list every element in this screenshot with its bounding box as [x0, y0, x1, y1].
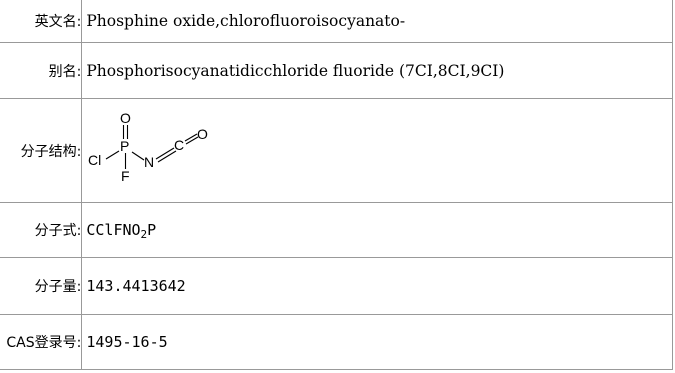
atom-o-right: O	[197, 126, 208, 142]
bond-n-c-1	[156, 147, 175, 159]
row-formula: 分子式: CClFNO2P	[0, 202, 673, 258]
atom-n: N	[144, 154, 154, 170]
atom-f: F	[121, 168, 130, 184]
label-english-name: 英文名:	[0, 0, 83, 43]
bond-n-c-2	[158, 150, 177, 162]
row-alias: 别名: Phosphorisocyanatidicchloride fluori…	[0, 42, 673, 99]
atom-p: P	[120, 138, 129, 154]
value-molecular-weight: 143.4413642	[81, 257, 673, 315]
label-molecular-weight: 分子量:	[0, 257, 83, 315]
label-alias: 别名:	[0, 42, 83, 99]
value-alias: Phosphorisocyanatidicchloride fluoride (…	[81, 42, 673, 99]
formula-subscript: 2	[140, 228, 148, 241]
value-english-name: Phosphine oxide,chlorofluoroisocyanato-	[81, 0, 673, 43]
atom-c: C	[174, 137, 184, 153]
bond-c-o-1	[185, 133, 198, 141]
label-structure: 分子结构:	[0, 98, 83, 203]
value-structure: O P Cl F N C O	[81, 98, 673, 203]
row-english-name: 英文名: Phosphine oxide,chlorofluoroisocyan…	[0, 0, 673, 43]
value-formula: CClFNO2P	[81, 202, 673, 258]
value-cas: 1495-16-5	[81, 314, 673, 370]
row-molecular-weight: 分子量: 143.4413642	[0, 257, 673, 315]
atom-o-top: O	[120, 110, 131, 126]
bond-c-o-2	[186, 136, 199, 144]
bond-p-n	[132, 151, 145, 160]
label-formula: 分子式:	[0, 202, 83, 258]
label-cas: CAS登录号:	[0, 314, 83, 370]
bond-cl-p	[106, 150, 120, 159]
atom-cl: Cl	[88, 152, 101, 168]
molecular-structure-image: O P Cl F N C O	[88, 110, 208, 184]
row-structure: 分子结构: O P Cl F N C O	[0, 98, 673, 203]
row-cas: CAS登录号: 1495-16-5	[0, 314, 673, 370]
